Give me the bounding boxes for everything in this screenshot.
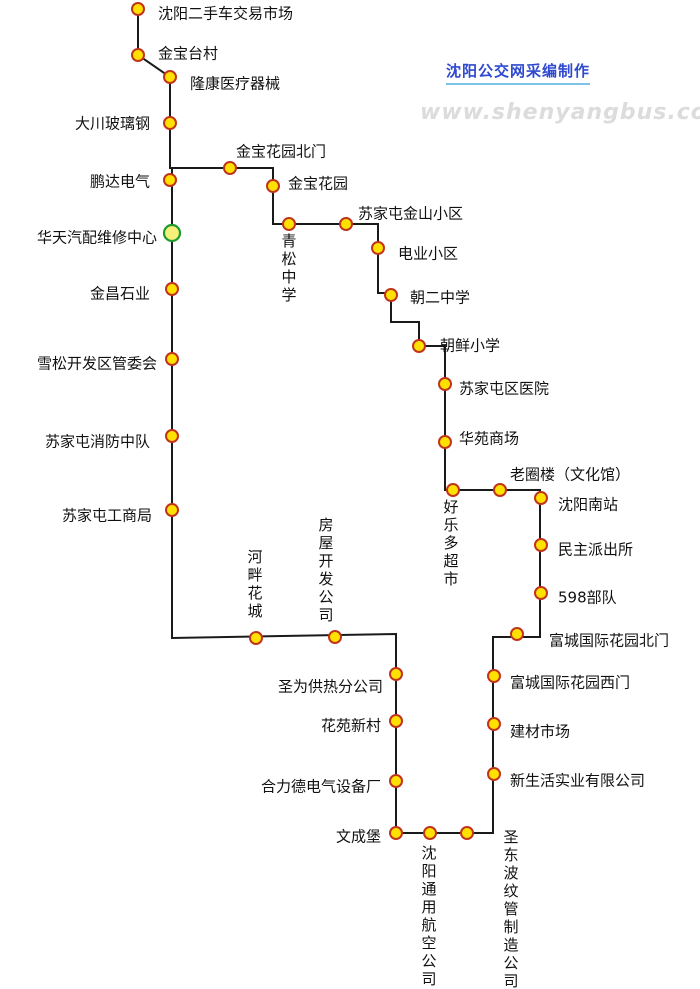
bus-stop-marker	[339, 217, 353, 231]
stop-label: 鹏达电气	[90, 173, 150, 191]
bus-stop-marker	[438, 435, 452, 449]
stop-label: 合力德电气设备厂	[261, 778, 381, 796]
stop-label: 花苑新村	[321, 717, 381, 735]
bus-stop-marker	[266, 179, 280, 193]
stop-label: 598部队	[558, 589, 617, 607]
bus-stop-marker	[389, 714, 403, 728]
stop-label: 民主派出所	[558, 541, 633, 559]
stop-label: 大川玻璃钢	[75, 115, 150, 133]
stop-label: 文成堡	[336, 828, 381, 846]
route-line	[137, 9, 541, 834]
stop-label: 华苑商场	[459, 430, 519, 448]
bus-stop-marker	[163, 173, 177, 187]
stop-label: 金宝花园	[288, 175, 348, 193]
bus-stop-marker	[487, 767, 501, 781]
stop-label: 沈阳二手车交易市场	[158, 5, 293, 23]
stop-label: 富城国际花园西门	[510, 674, 630, 692]
stop-label: 圣为供热分公司	[278, 678, 383, 696]
bus-stop-marker	[165, 429, 179, 443]
watermark-text: www.shenyangbus.com	[420, 100, 700, 125]
bus-stop-marker	[487, 669, 501, 683]
bus-stop-marker	[389, 667, 403, 681]
bus-stop-marker	[223, 161, 237, 175]
bus-stop-marker	[162, 223, 182, 243]
stop-label: 苏家屯工商局	[62, 507, 152, 525]
bus-stop-marker	[163, 116, 177, 130]
stop-label: 朝鲜小学	[440, 337, 500, 355]
stop-label: 圣东波纹管制造公司	[503, 828, 518, 989]
bus-stop-marker	[460, 826, 474, 840]
stop-label: 河畔花城	[247, 548, 262, 620]
bus-stop-marker	[510, 627, 524, 641]
stop-label: 电业小区	[398, 245, 458, 263]
bus-stop-marker	[131, 2, 145, 16]
credit-text: 沈阳公交网采编制作	[446, 60, 591, 85]
stop-label: 沈阳南站	[558, 496, 618, 514]
bus-stop-marker	[487, 717, 501, 731]
stop-label: 苏家屯金山小区	[358, 205, 463, 223]
stops-layer	[131, 2, 548, 840]
bus-stop-marker	[534, 491, 548, 505]
stop-label: 朝二中学	[410, 289, 470, 307]
bus-stop-marker	[446, 483, 460, 497]
stop-label: 雪松开发区管委会	[37, 355, 157, 373]
stop-label: 青松中学	[281, 232, 296, 304]
stop-label: 富城国际花园北门	[549, 632, 669, 650]
stop-label: 金宝花园北门	[236, 143, 326, 161]
bus-stop-marker	[328, 630, 342, 644]
stop-label: 隆康医疗器械	[190, 75, 280, 93]
bus-stop-marker	[493, 483, 507, 497]
bus-stop-marker	[534, 538, 548, 552]
bus-stop-marker	[389, 774, 403, 788]
bus-stop-marker	[423, 826, 437, 840]
bus-stop-marker	[163, 70, 177, 84]
stop-label: 老圈楼（文化馆）	[510, 466, 630, 484]
stop-label: 金昌石业	[90, 285, 150, 303]
stop-label: 建材市场	[510, 723, 570, 741]
stop-label: 沈阳通用航空公司	[421, 844, 436, 988]
bus-stop-marker	[412, 339, 426, 353]
bus-stop-marker	[165, 282, 179, 296]
bus-stop-marker	[389, 826, 403, 840]
stop-label: 好乐多超市	[443, 498, 458, 588]
bus-stop-marker	[249, 631, 263, 645]
bus-stop-marker	[384, 288, 398, 302]
bus-stop-marker	[131, 48, 145, 62]
stop-label: 华天汽配维修中心	[37, 229, 157, 247]
stop-label: 房屋开发公司	[318, 516, 333, 624]
bus-stop-marker	[438, 377, 452, 391]
bus-stop-marker	[371, 241, 385, 255]
stop-label: 新生活实业有限公司	[510, 772, 645, 790]
bus-stop-marker	[534, 586, 548, 600]
bus-stop-marker	[165, 352, 179, 366]
stop-label: 苏家屯区医院	[459, 380, 549, 398]
stop-label: 金宝台村	[158, 45, 218, 63]
bus-stop-marker	[282, 217, 296, 231]
bus-stop-marker	[165, 503, 179, 517]
stop-label: 苏家屯消防中队	[45, 433, 150, 451]
